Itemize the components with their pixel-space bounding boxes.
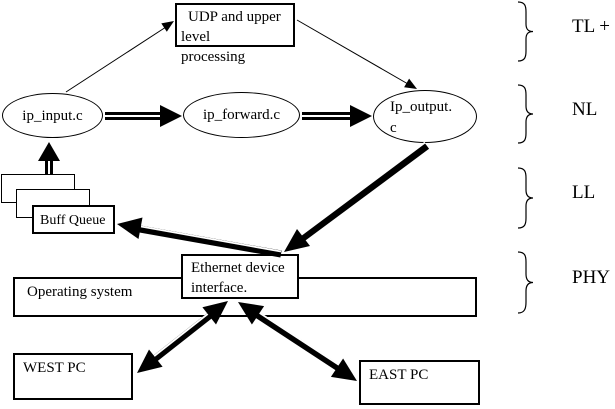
ip-input-label: ip_input.c — [22, 107, 83, 124]
ip-input-ellipse: ip_input.c — [2, 93, 103, 138]
west-pc-label: WEST PC — [23, 360, 86, 376]
brace-phy-icon — [517, 251, 534, 314]
buff-queue-rect-front: Buff Queue — [32, 205, 115, 234]
brace-nl-icon — [517, 84, 534, 144]
udp-line3: processing — [181, 49, 246, 65]
arrow-ipinput-to-ipforward — [105, 105, 182, 127]
udp-box: UDP and upper level processing — [175, 3, 295, 65]
east-pc-box: EAST PC — [359, 360, 480, 405]
layer-label-nl: NL — [572, 99, 598, 120]
ethernet-label: Ethernet device interface. — [191, 258, 285, 298]
layer-label-tl: TL + — [572, 16, 610, 37]
brace-tl-icon — [517, 1, 534, 62]
buff-queue-label: Buff Queue — [40, 213, 106, 228]
ip-forward-ellipse: ip_forward.c — [183, 92, 300, 138]
west-pc-box: WEST PC — [13, 353, 133, 400]
arrow-ipoutput-to-ethernet — [284, 141, 430, 252]
ethernet-box: Ethernet device interface. — [181, 254, 299, 299]
udp-box-label: UDP and upper level processing — [181, 7, 281, 67]
ip-output-line2: c — [390, 120, 397, 136]
arrow-udp-to-ipoutput — [296, 19, 417, 89]
udp-line1: UDP and upper — [188, 9, 281, 25]
ethernet-line2: interface. — [191, 280, 248, 296]
layer-label-phy: PHY — [572, 267, 611, 288]
brace-ll-icon — [517, 167, 534, 229]
arrow-ethernet-to-buffqueue — [117, 217, 282, 258]
ethernet-line1: Ethernet device — [191, 260, 285, 276]
east-pc-label: EAST PC — [369, 367, 429, 383]
ip-output-ellipse: Ip_output. c — [373, 90, 477, 143]
ip-forward-label: ip_forward.c — [202, 107, 281, 123]
ip-output-label: Ip_output. c — [374, 91, 452, 139]
arrow-ipforward-to-ipoutput — [302, 105, 372, 127]
udp-line2: level — [181, 29, 211, 45]
operating-system-label: Operating system — [27, 284, 133, 300]
arrow-ipinput-to-udp — [65, 21, 174, 93]
layer-label-ll: LL — [572, 182, 596, 203]
ip-output-line1: Ip_output. — [390, 99, 453, 115]
